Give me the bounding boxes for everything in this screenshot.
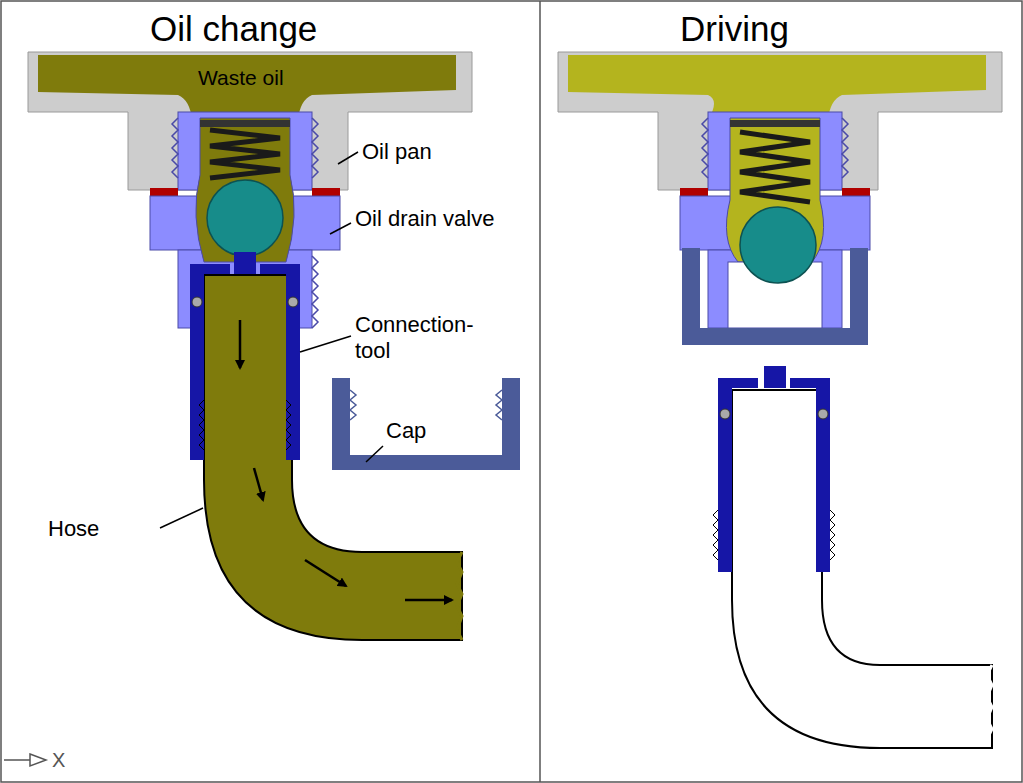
part-name: Oil drain valve [355,206,494,232]
connection-tool-pin [234,252,256,274]
spring-retainer [200,120,290,127]
part-name: Hose [48,516,99,542]
part-name: Cap [386,418,426,444]
connection-tool-wall [190,266,204,460]
o-ring [818,409,828,419]
hose [732,390,992,748]
connection-tool-wall [816,380,830,572]
valve-ball [207,180,283,256]
o-ring [288,297,298,307]
thread-marks [713,510,835,560]
connection-tool-pin [764,366,786,388]
flow-arrow [405,599,452,602]
thread-marks [199,400,291,450]
cap-thread [350,390,502,420]
flow-arrow [239,320,242,368]
axis-arrowhead [30,754,46,766]
seal [842,188,870,196]
leader-line [330,223,351,234]
right-assembly [558,52,1002,748]
seal [150,188,178,196]
part-name: Connection- tool [355,312,485,365]
cap [682,248,868,345]
seal [680,188,708,196]
o-ring [192,297,202,307]
panel-heading: Oil change [150,8,317,50]
connection-tool-wall [718,380,732,572]
valve-ball [740,207,816,283]
leader-line [338,152,358,164]
flow-arrow [254,468,263,500]
hose-cut [457,552,462,640]
part-name: Oil pan [362,139,432,165]
connection-tool-top [790,378,830,388]
panel-heading: Driving [680,8,789,50]
connection-tool-top [718,378,758,388]
spring [210,130,280,178]
flow-arrow [305,560,346,586]
leader-line [300,336,351,352]
leader-line [366,446,383,462]
part-name: Waste oil [198,65,284,90]
o-ring [720,409,730,419]
panel-divider [539,1,541,782]
connection-tool-top [260,264,300,274]
axis-label: X [52,748,65,772]
waste-oil [38,55,456,120]
connection-tool-wall [286,266,300,460]
hose-cut [987,665,992,739]
thread-marks [312,256,318,328]
spring-retainer [730,120,820,127]
leader-line [160,508,203,528]
left-assembly [28,52,520,640]
seal [312,188,340,196]
connection-tool-top [190,264,230,274]
spring [740,132,810,202]
cap [332,378,520,470]
valve-chamber-oil [196,118,294,262]
oil [568,55,986,120]
